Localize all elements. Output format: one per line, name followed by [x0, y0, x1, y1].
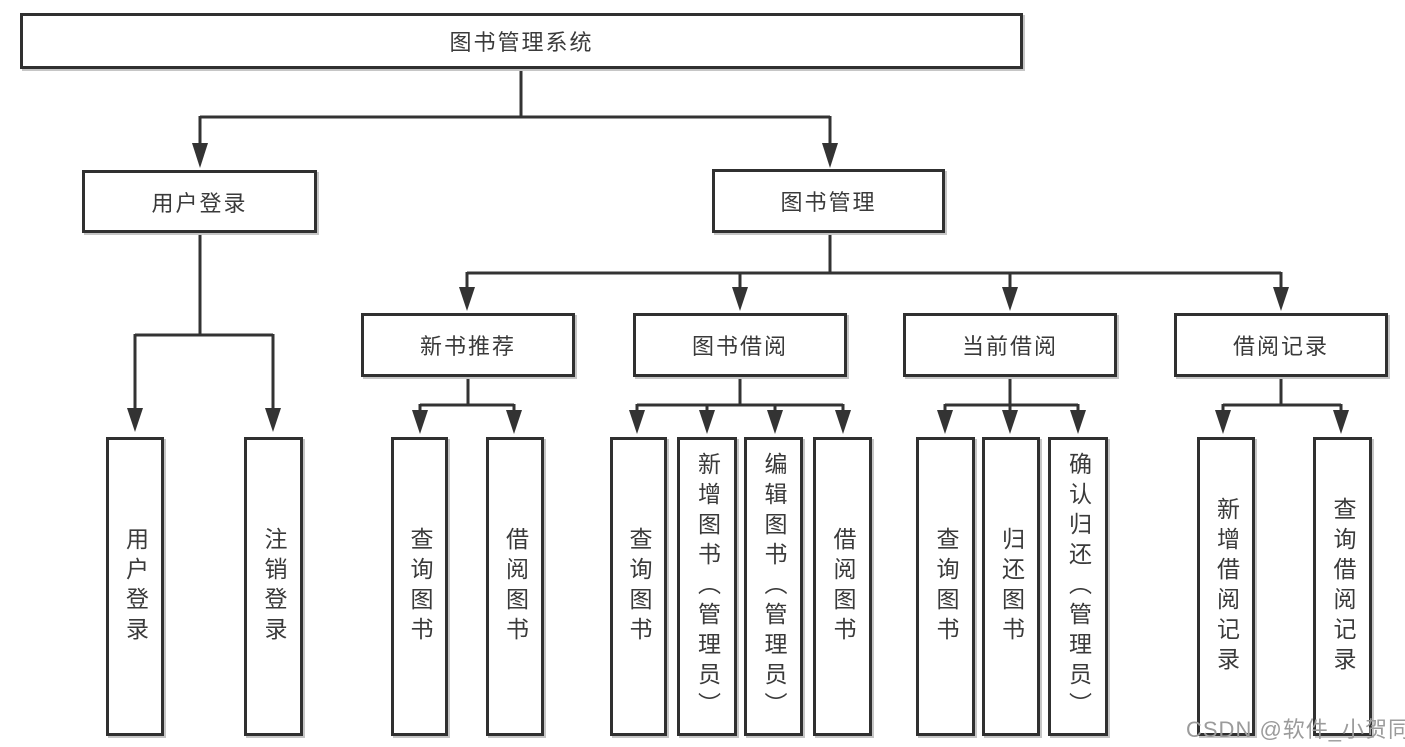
watermark-text: CSDN @软件_小贺同学	[1186, 717, 1405, 742]
tree-edges	[133, 69, 1343, 414]
leaf-user-login: 用户登录	[106, 437, 164, 736]
leaf-add-borrow-record: 新增借阅记录	[1197, 437, 1255, 736]
leaf-return-book: 归还图书	[982, 437, 1040, 736]
leaf-query-books-current: 查询图书	[916, 437, 975, 736]
leaf-borrow-books-recommend: 借阅图书	[486, 437, 544, 736]
leaf-add-book-admin: 新增图书（管理员）	[677, 437, 737, 736]
node-user-login: 用户登录	[82, 170, 317, 233]
node-new-book-recommendation: 新书推荐	[361, 313, 575, 377]
leaf-query-books-borrowing: 查询图书	[610, 437, 667, 736]
node-library-management-system: 图书管理系统	[20, 13, 1023, 69]
node-borrowing-records: 借阅记录	[1174, 313, 1388, 377]
node-book-borrowing: 图书借阅	[633, 313, 847, 377]
node-current-borrowing: 当前借阅	[903, 313, 1117, 377]
leaf-logout-login: 注销登录	[244, 437, 303, 736]
leaf-edit-book-admin: 编辑图书（管理员）	[744, 437, 803, 736]
leaf-confirm-return-admin: 确认归还（管理员）	[1048, 437, 1108, 736]
leaf-query-borrow-record: 查询借阅记录	[1313, 437, 1372, 736]
arrowhead-icons	[127, 143, 1349, 434]
leaf-query-books-recommend: 查询图书	[391, 437, 448, 736]
leaf-borrow-books: 借阅图书	[813, 437, 872, 736]
node-book-management: 图书管理	[712, 169, 945, 233]
